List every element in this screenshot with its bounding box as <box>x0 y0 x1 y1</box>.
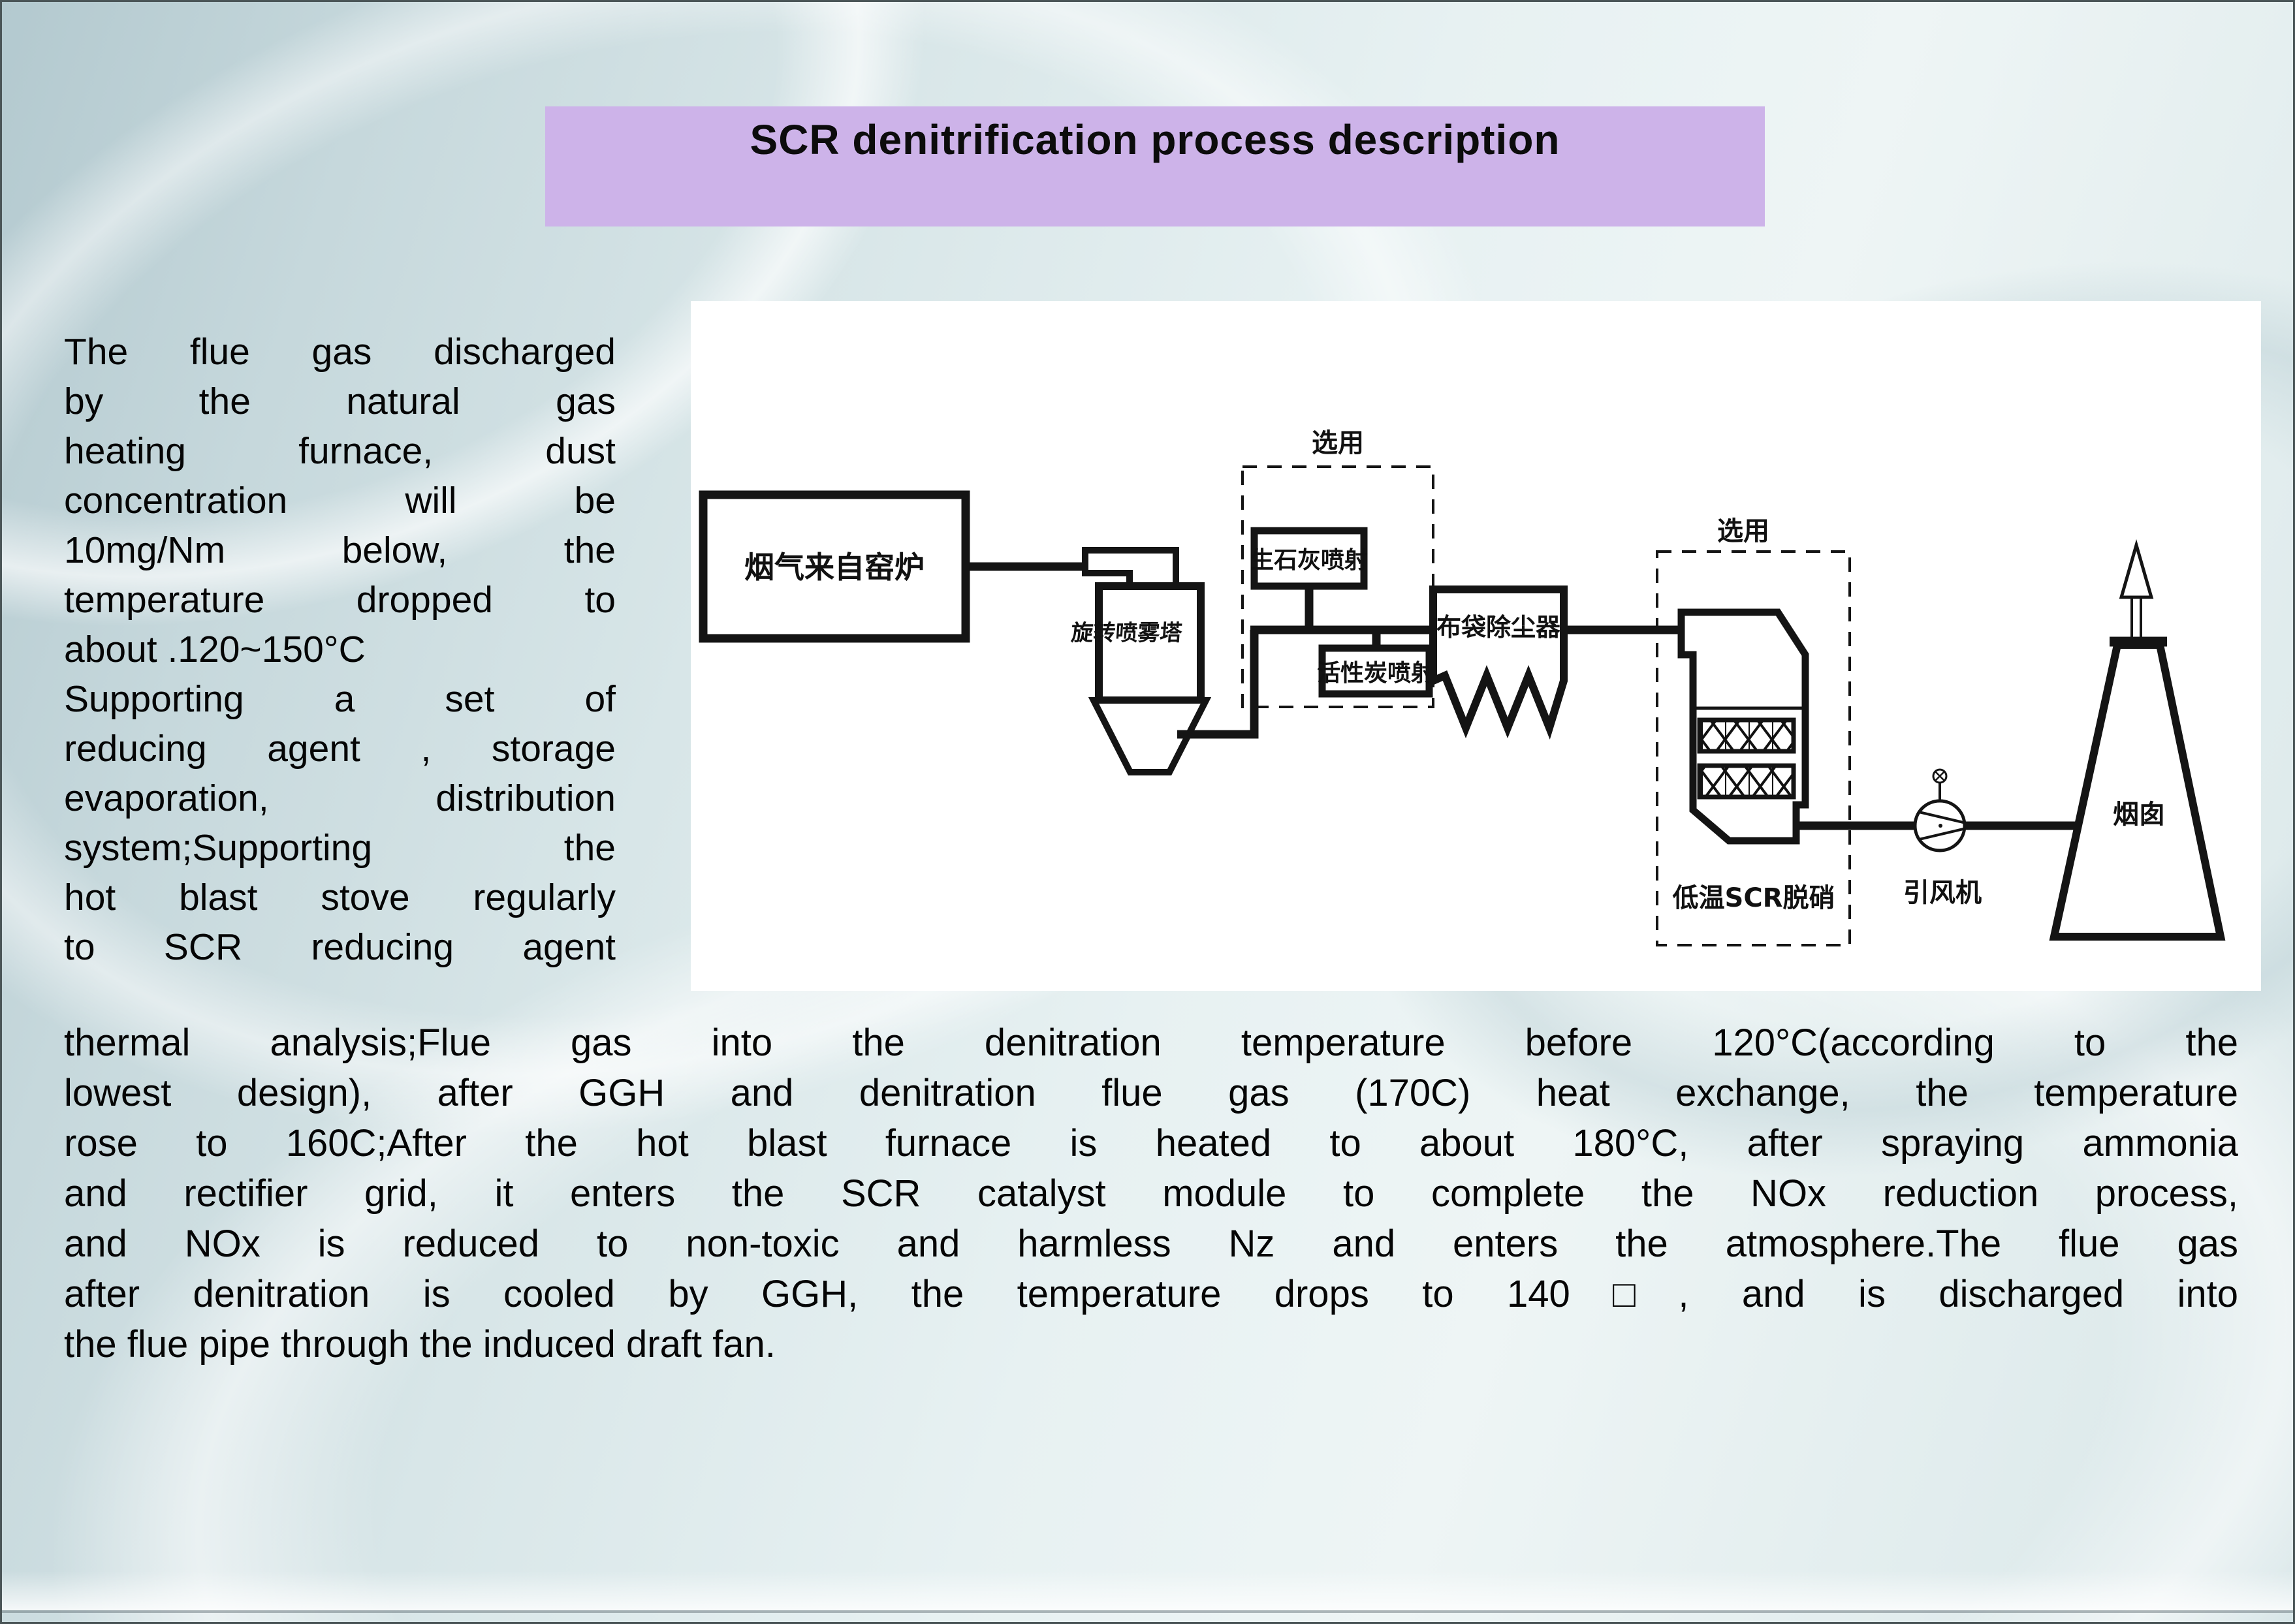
bottom-paragraph-lines: thermal analysis;Flue gas into the denit… <box>64 1018 2238 1319</box>
text-line: lowest design), after GGH and denitratio… <box>64 1072 2238 1114</box>
catalyst-layer-2 <box>1697 763 1796 800</box>
page-title: SCR denitrification process description <box>750 116 1560 163</box>
text-line: temperature dropped to <box>64 579 616 621</box>
title-bar: SCR denitrification process description <box>545 106 1765 226</box>
carbon-injection-box <box>1318 644 1433 698</box>
left-paragraph-breakline: about .120~150°C <box>64 629 366 670</box>
fan-motor-blades-icon <box>1935 771 1945 781</box>
lime-injection-label: 生石灰喷射 <box>1250 547 1368 574</box>
left-paragraph-part1: The flue gas discharged by the natural ga… <box>64 327 616 625</box>
text-line: thermal analysis;Flue gas into the denit… <box>64 1022 2238 1064</box>
carbon-injection-label: 活性炭喷射 <box>1317 660 1434 687</box>
left-paragraph-part2: Supporting a set of reducing agent , stor… <box>64 674 616 972</box>
furnace-box <box>699 490 970 643</box>
scr-label: 低温SCR脱硝 <box>1673 883 1835 913</box>
chimney <box>2049 641 2226 941</box>
text-line: Supporting a set of <box>64 678 616 720</box>
spray-tower-label: 旋转喷雾塔 <box>1070 620 1184 646</box>
text-line: rose to 160C;After the hot blast furnace… <box>64 1122 2238 1164</box>
fan-blade-icon <box>1918 811 1964 841</box>
text-line: evaporation, distribution <box>64 777 616 819</box>
text-line: concentration will be <box>64 480 616 522</box>
text-line: after denitration is cooled by GGH, the … <box>64 1273 2238 1315</box>
text-line: 10mg/Nm below, the <box>64 529 616 571</box>
optional-label-2: 选用 <box>1717 516 1769 546</box>
chimney-label: 烟囱 <box>2113 800 2165 830</box>
process-flow-diagram: 烟气来自窑炉 旋转喷雾塔 选用 生石灰喷射 活性炭喷射 <box>699 428 2226 946</box>
catalyst-layer-1 <box>1697 717 1796 754</box>
furnace-label: 烟气来自窑炉 <box>744 550 925 585</box>
process-diagram-panel: 烟气来自窑炉 旋转喷雾塔 选用 生石灰喷射 活性炭喷射 <box>691 301 2261 991</box>
text-line: and rectifier grid, it enters the SCR ca… <box>64 1172 2238 1215</box>
text-line: system;Supporting the <box>64 827 616 869</box>
left-text-column: The flue gas discharged by the natural ga… <box>64 327 616 972</box>
text-line: reducing agent , storage <box>64 728 616 770</box>
optional-label-1: 选用 <box>1312 428 1364 458</box>
bottom-divider <box>2 1610 2293 1613</box>
fan-label: 引风机 <box>1903 878 1982 908</box>
bottom-paragraph-lastline: the flue pipe through the induced draft … <box>64 1323 776 1366</box>
text-line: hot blast stove regularly <box>64 877 616 918</box>
bottom-highlight <box>2 1571 2293 1610</box>
fan-hub-icon <box>1939 824 1942 828</box>
tower-outlet-duct <box>1177 630 1259 739</box>
text-line: and NOx is reduced to non-toxic and harm… <box>64 1223 2238 1265</box>
bottom-paragraph: thermal analysis;Flue gas into the denit… <box>64 1018 2238 1369</box>
bag-filter <box>1429 586 1568 740</box>
bag-filter-label: 布袋除尘器 <box>1436 613 1561 642</box>
text-line: The flue gas discharged <box>64 331 616 373</box>
optional-group-2 <box>1656 550 1851 946</box>
text-line: to SCR reducing agent <box>64 926 616 968</box>
text-line: by the natural gas <box>64 381 616 422</box>
text-line: heating furnace, dust <box>64 430 616 472</box>
flue-arrow-icon <box>2119 539 2154 599</box>
spray-tower-cone <box>1088 697 1212 775</box>
